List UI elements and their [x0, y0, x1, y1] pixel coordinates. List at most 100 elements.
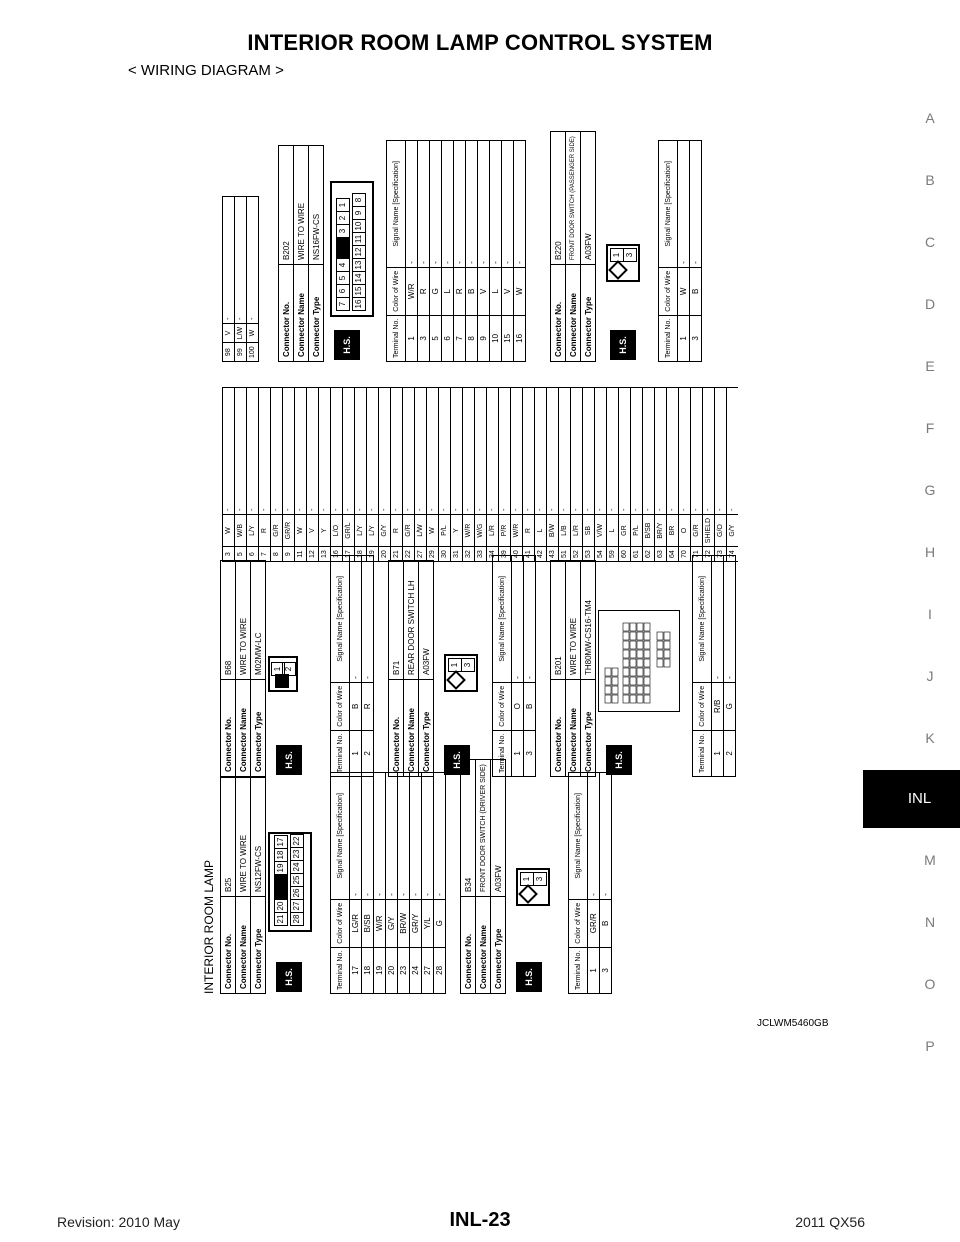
pin-terminal: 1 [349, 730, 362, 777]
pin-terminal: 1 [587, 947, 600, 994]
pin-signal: - [689, 140, 702, 268]
pin-signal: - [361, 555, 374, 683]
b25-pin: 26 [290, 886, 304, 900]
pin-color: R [417, 267, 430, 316]
index-letter-f[interactable]: F [925, 420, 935, 436]
pin-color: G [723, 682, 736, 731]
pin-signal: - [402, 387, 415, 515]
pin-terminal: 1 [511, 730, 524, 777]
b25-pin: 17 [274, 835, 288, 849]
connector-type-label: Connector Type [490, 896, 506, 994]
b201-connector-face [598, 610, 680, 712]
b34-pin: 1 [520, 872, 534, 886]
harness-side-icon: H.S. [334, 330, 360, 360]
pin-color: L/W [234, 323, 247, 343]
b34-pin: 3 [533, 872, 547, 886]
color-header: Color of Wire [492, 682, 512, 731]
index-letter-i[interactable]: I [928, 606, 932, 622]
pin-signal: - [618, 387, 631, 515]
index-letter-c[interactable]: C [924, 234, 936, 250]
connector-no-label: Connector No. [460, 896, 476, 994]
signal-header: Signal Name [Specification] [386, 140, 406, 268]
index-letter-m[interactable]: M [924, 852, 936, 868]
index-tab-inl-active[interactable]: INL [863, 770, 960, 828]
pin-color: L [441, 267, 454, 316]
index-letter-n[interactable]: N [924, 914, 936, 930]
pin-color: V [501, 267, 514, 316]
pin-signal: - [354, 387, 367, 515]
pin-signal: - [426, 387, 439, 515]
index-letter-b[interactable]: B [925, 172, 935, 188]
index-letter-h[interactable]: H [924, 544, 936, 560]
index-letter-g[interactable]: G [924, 482, 936, 498]
pin-signal: - [409, 772, 422, 900]
connector-name-value: WIRE TO WIRE [235, 560, 251, 680]
index-letter-e[interactable]: E [925, 358, 935, 374]
pin-signal: - [666, 387, 679, 515]
pin-terminal: 73 [714, 546, 727, 562]
pin-color: R [390, 514, 403, 547]
diamond-lock-icon [608, 260, 628, 280]
pin-terminal: 7 [453, 315, 466, 362]
pin-terminal: 23 [397, 947, 410, 994]
pin-terminal: 3 [222, 546, 235, 562]
pin-signal: - [421, 772, 434, 900]
pin-color: P/R [498, 514, 511, 547]
connector-type-label: Connector Type [580, 679, 596, 777]
pin-terminal: 18 [361, 947, 374, 994]
pin-terminal: 60 [618, 546, 631, 562]
connector-no-label: Connector No. [220, 896, 236, 994]
b71-connector-face: 1 3 [444, 654, 478, 692]
index-letter-k[interactable]: K [925, 730, 935, 746]
pin-color: R [258, 514, 271, 547]
pin-color: SHIELD [702, 514, 715, 547]
pin-signal: - [366, 387, 379, 515]
connector-no-label: Connector No. [220, 679, 236, 777]
pin-color: P/L [438, 514, 451, 547]
pin-color: L [489, 267, 502, 316]
index-letter-a[interactable]: A [925, 110, 935, 126]
pin-terminal: 15 [501, 315, 514, 362]
pin-color: G/Y [385, 899, 398, 948]
pin-color: W [222, 514, 235, 547]
index-letter-p[interactable]: P [925, 1038, 935, 1054]
connector-no-value: B25 [220, 777, 236, 897]
pin-terminal: 34 [486, 546, 499, 562]
pin-terminal: 3 [417, 315, 430, 362]
pin-terminal: 32 [462, 546, 475, 562]
pin-color: V/W [594, 514, 607, 547]
pin-signal: - [349, 555, 362, 683]
pin-color: V [306, 514, 319, 547]
connector-no-value: B201 [550, 560, 566, 680]
pin-terminal: 33 [474, 546, 487, 562]
b25-key [274, 874, 288, 900]
pin-terminal: 59 [606, 546, 619, 562]
harness-side-icon: H.S. [444, 745, 470, 775]
pin-color: L [534, 514, 547, 547]
pin-signal: - [726, 387, 738, 515]
pin-signal: - [677, 140, 690, 268]
pin-signal: - [511, 555, 524, 683]
b25-pin: 21 [274, 912, 288, 926]
index-letter-j[interactable]: J [926, 668, 934, 684]
pin-color: W/R [373, 899, 386, 948]
index-letter-d[interactable]: D [924, 296, 936, 312]
pin-terminal: 10 [489, 315, 502, 362]
page-title: INTERIOR ROOM LAMP CONTROL SYSTEM [247, 30, 713, 55]
index-letter-o[interactable]: O [924, 976, 936, 992]
connector-name-value: FRONT DOOR SWITCH (PASSENGER SIDE) [565, 131, 581, 265]
